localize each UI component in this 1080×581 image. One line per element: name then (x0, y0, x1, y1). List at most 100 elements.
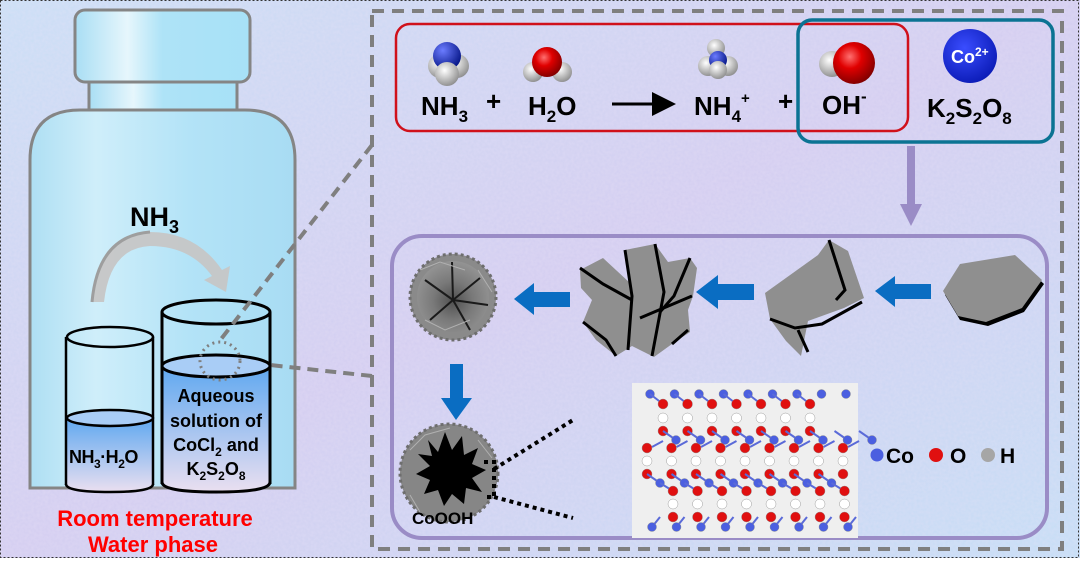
flower-microsphere (408, 252, 498, 342)
cooh-crystal-lattice (641, 389, 877, 532)
mechanism-dashed-frame (370, 9, 1064, 551)
o-atom (839, 485, 850, 497)
co-atom (841, 389, 851, 399)
h-atom (804, 412, 816, 424)
o-atom (837, 442, 849, 454)
o-atom (765, 511, 777, 523)
h-atom (690, 455, 702, 467)
lattice-bond (823, 440, 835, 448)
co-atom (720, 435, 730, 445)
co-atom (695, 435, 706, 445)
h2o-formula: H2O (528, 91, 576, 126)
o-atom (667, 511, 679, 523)
co-atom (769, 435, 779, 445)
zoom-region-circle (198, 340, 242, 382)
zoom-connector-lines (216, 143, 374, 378)
o-atom (657, 398, 669, 410)
svg-text:solution of: solution of (170, 411, 263, 431)
co-atom (696, 522, 706, 532)
co-atom (867, 435, 877, 445)
nh3-arrow-label: NH3 (130, 202, 179, 237)
svg-text:Aqueous: Aqueous (177, 386, 254, 406)
nh3-formula: NH3 (421, 91, 468, 126)
co-atom (793, 435, 804, 445)
h-atom (790, 498, 801, 510)
atom-legend: Co O H (870, 445, 1015, 468)
o-atom (690, 442, 702, 454)
co-atom (818, 435, 828, 445)
o-atom (667, 485, 679, 497)
h-atom (657, 412, 669, 424)
lattice-bond (700, 440, 713, 448)
h-atom (741, 498, 752, 510)
o-atom (790, 511, 801, 523)
h-atom (667, 498, 679, 510)
legend-swatch-o (929, 448, 943, 462)
h-atom (755, 412, 767, 424)
legend-label-co: Co (886, 445, 914, 468)
o-atom (788, 442, 800, 454)
o-atom (741, 511, 752, 523)
condition-caption-phase: Water phase (88, 532, 218, 557)
o-atom (755, 398, 767, 410)
blue-arrow-1 (875, 276, 931, 307)
o-atom (641, 442, 653, 454)
o-atom (790, 485, 801, 497)
cooh-microsphere (398, 422, 500, 524)
nh4-formula: NH4+ (694, 90, 750, 126)
o-atom (682, 398, 693, 410)
h-atom (731, 412, 742, 424)
o-atom (716, 511, 728, 523)
o-atom (739, 442, 751, 454)
svg-text:CoCl2 and: CoCl2 and (173, 435, 259, 459)
plus-sign-2: + (778, 86, 793, 116)
blue-arrow-down (441, 364, 472, 420)
o-atom (814, 511, 826, 523)
hydroxide-ion-icon (819, 42, 875, 84)
o-atom (731, 398, 742, 410)
legend-label-o: O (950, 445, 966, 468)
lattice-bond (676, 440, 688, 448)
oxidation-reagents-box (796, 18, 1055, 144)
o-atom (706, 398, 718, 410)
bottle-neck (87, 80, 239, 112)
h-atom (706, 412, 718, 424)
cracked-plate (765, 239, 864, 356)
o-atom (814, 485, 826, 497)
h-atom (715, 455, 726, 467)
h-atom (716, 498, 728, 510)
bottle-cap (73, 8, 252, 84)
condition-caption-temperature: Room temperature (57, 506, 253, 531)
blue-arrow-2 (696, 275, 754, 309)
ammonia-label: NH3·H2O (69, 447, 138, 471)
co-atom (744, 435, 755, 445)
svg-text:K2S2O8: K2S2O8 (186, 459, 245, 483)
h-atom (837, 455, 849, 467)
cobalt-ion-icon (943, 29, 997, 83)
co-atom (794, 522, 804, 532)
o-atom (837, 468, 849, 480)
o-atom (780, 398, 791, 410)
lattice-bond (749, 440, 762, 448)
co-atom (818, 522, 829, 532)
hexagonal-plate (943, 255, 1044, 326)
water-molecule-icon (523, 47, 572, 82)
persulfate-formula: K2S2O8 (927, 93, 1012, 128)
h-atom (641, 455, 653, 467)
co-atom (671, 435, 681, 445)
o-atom (666, 442, 677, 454)
co-atom (720, 522, 731, 532)
h-atom (765, 498, 777, 510)
plus-sign-1: + (486, 86, 501, 116)
lattice-bond (774, 440, 786, 448)
blue-arrow-3 (514, 283, 570, 315)
legend-swatch-h (981, 448, 995, 462)
solution-label: Aqueous solution of CoCl2 and K2S2O8 (170, 386, 263, 483)
h-atom (692, 498, 703, 510)
o-atom (764, 442, 775, 454)
ammonia-molecule-icon (428, 42, 469, 86)
lattice-bond (798, 440, 811, 448)
nh3-transfer-arrow (90, 230, 230, 303)
co-atom (671, 522, 682, 532)
